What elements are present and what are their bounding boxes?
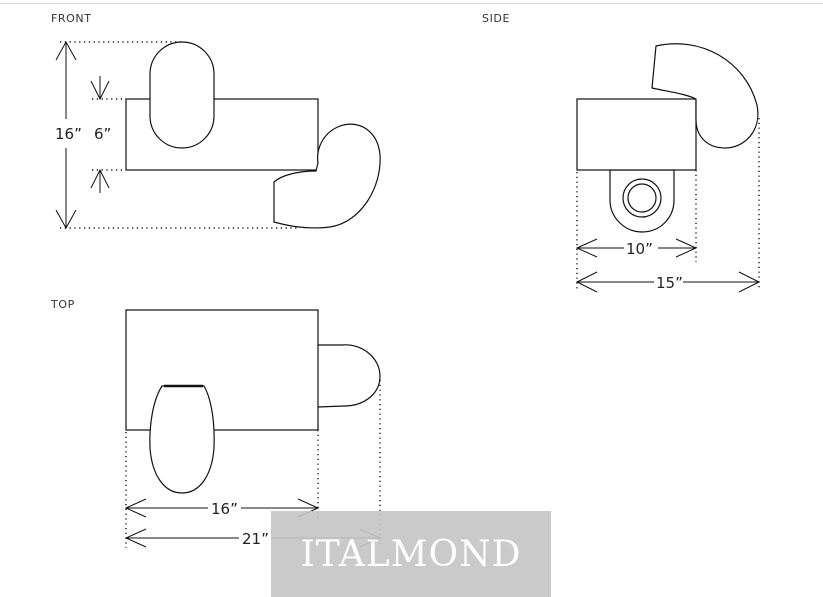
side-seat-block <box>576 98 697 171</box>
top-width-dim-label: 16” <box>211 500 238 518</box>
top-view: TOP 16” 21” <box>50 298 382 548</box>
top-total-arrow-left <box>124 528 147 548</box>
watermark-text: ITALMOND <box>300 533 522 575</box>
side-view-label: SIDE <box>482 12 510 25</box>
top-total-dim-label: 21” <box>242 530 269 548</box>
top-divider-line <box>0 3 823 4</box>
side-ring-inner <box>627 183 657 213</box>
side-depth-arrow-left <box>575 238 598 258</box>
side-depth-dim-label: 10” <box>626 240 653 258</box>
side-depth-arrow-right <box>675 238 698 258</box>
top-armrest-shape <box>317 344 381 408</box>
side-view: SIDE 10” 15” <box>482 12 761 293</box>
front-view-label: FRONT <box>51 12 92 25</box>
side-backrest-shape <box>651 43 759 149</box>
side-total-dim-label: 15” <box>656 274 683 292</box>
front-height-dim-label: 16” <box>55 125 82 143</box>
side-total-arrow-right <box>738 271 761 293</box>
top-backrest-shape <box>149 385 215 494</box>
top-view-label: TOP <box>50 298 75 311</box>
front-seat-dim-label: 6” <box>94 125 111 143</box>
front-seat-arrow-down <box>90 80 110 101</box>
front-height-arrow-up <box>55 40 77 61</box>
top-width-arrow-left <box>124 498 147 518</box>
front-view: FRONT 16” 6” <box>51 12 381 230</box>
front-backrest-shape <box>149 41 215 149</box>
front-armrest-shape <box>273 123 381 229</box>
watermark-banner: ITALMOND <box>271 511 551 597</box>
front-height-arrow-down <box>55 209 77 230</box>
side-total-arrow-left <box>575 271 598 293</box>
front-seat-arrow-up <box>90 168 110 189</box>
